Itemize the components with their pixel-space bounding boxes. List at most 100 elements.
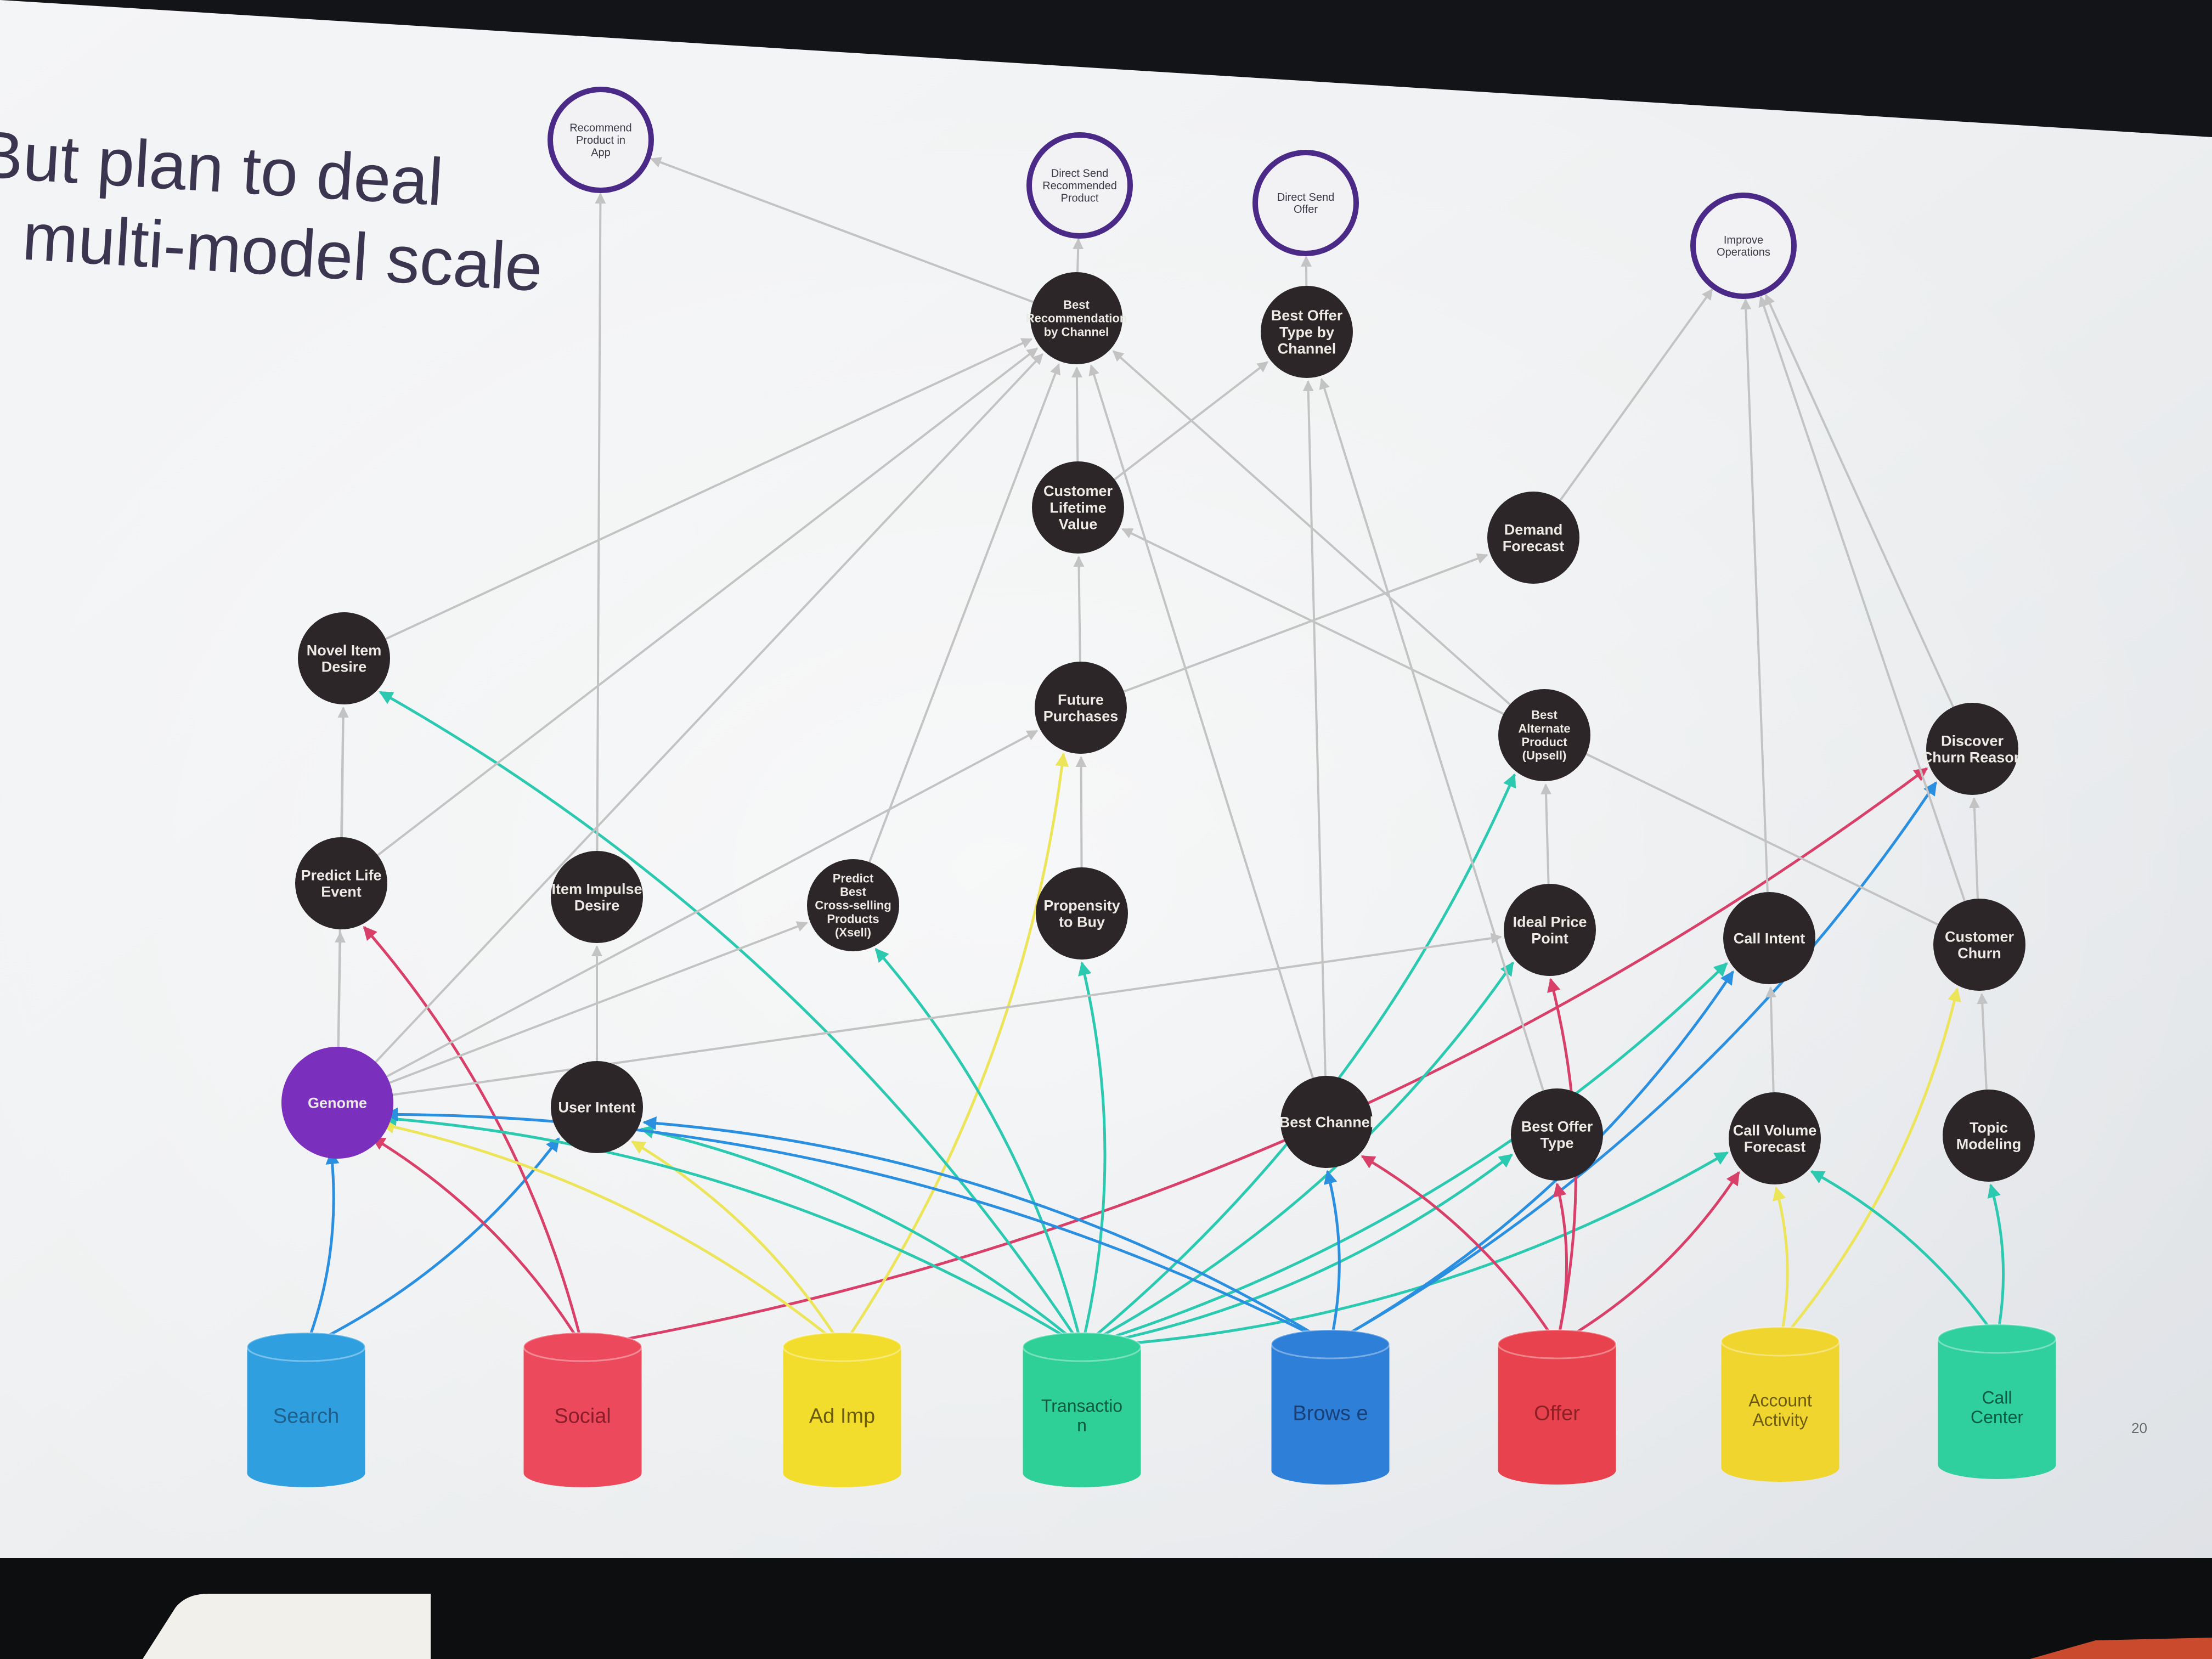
- outcome-node-ring: [1026, 132, 1133, 239]
- model-node-circle: [298, 612, 390, 704]
- edge-callcenter-to-topic_modeling: [1987, 1183, 2005, 1339]
- edge-browse-to-user_intent: [642, 1116, 1331, 1346]
- model-node-circle: [551, 1061, 643, 1153]
- floor-light: [2030, 1638, 2212, 1659]
- model-node-circle: [1723, 892, 1815, 984]
- edge-offer-to-call_volume: [1556, 1171, 1740, 1346]
- source-browse-cylinder: Brows e: [1271, 1329, 1390, 1485]
- model-node-circle: [1487, 492, 1579, 584]
- edge-callcenter-to-call_volume: [1810, 1170, 1999, 1340]
- model-node-circle: [1035, 662, 1127, 754]
- edge-transaction-to-ideal_price: [1081, 961, 1514, 1348]
- cylinder-body: [1721, 1341, 1839, 1482]
- model-node-call-intent: Call Intent: [1723, 892, 1815, 984]
- cylinder-body: [247, 1347, 365, 1487]
- model-node-user-intent: User Intent: [551, 1061, 643, 1153]
- edge-customer_churn-to-improve_ops: [1758, 295, 1966, 902]
- source-label: Offer: [1534, 1402, 1580, 1425]
- edge-topic_modeling-to-customer_churn: [1977, 992, 1988, 1090]
- outcome-node-ring: [1690, 193, 1797, 299]
- source-label: Ad Imp: [809, 1404, 875, 1427]
- edge-best_offer_type-to-best_offer_channel: [1319, 378, 1544, 1091]
- cylinder-body: [523, 1347, 642, 1487]
- edge-item_impulse-to-rec_app: [595, 192, 606, 851]
- edge-account-to-call_volume: [1773, 1186, 1789, 1342]
- model-node-circle: [807, 859, 899, 951]
- model-node-circle: [1943, 1090, 2035, 1182]
- cylinder-body: [1498, 1344, 1616, 1485]
- edge-best_channel-to-best_offer_channel: [1302, 380, 1327, 1076]
- edge-customer_churn-to-discover_churn: [1968, 797, 1980, 899]
- edge-social-to-predict_life: [363, 926, 584, 1347]
- edge-genome-to-predict_xsell: [380, 921, 808, 1087]
- edge-adimp-to-user_intent: [631, 1140, 844, 1348]
- edge-call_intent-to-improve_ops: [1740, 298, 1769, 893]
- edge-search-to-user_intent: [305, 1137, 560, 1348]
- edge-adimp-to-genome: [380, 1120, 843, 1348]
- model-node-label: Genome: [308, 1094, 367, 1111]
- edge-account-to-customer_churn: [1779, 987, 1961, 1342]
- edge-ideal_price-to-best_alt: [1541, 783, 1552, 884]
- edge-call_volume-to-call_intent: [1765, 986, 1776, 1093]
- edge-predict_life-to-novel_item: [337, 706, 349, 838]
- edge-best_rec-to-direct_rec: [1073, 238, 1084, 273]
- edge-genome-to-future_purchases: [377, 730, 1039, 1082]
- source-offer-cylinder: Offer: [1497, 1329, 1617, 1485]
- podium-shape: [143, 1594, 431, 1659]
- edge-future_purchases-to-demand: [1123, 553, 1488, 693]
- edge-transaction-to-user_intent: [640, 1125, 1083, 1348]
- model-node-best-channel: Best Channel: [1279, 1076, 1374, 1168]
- edge-genome-to-ideal_price: [382, 933, 1502, 1098]
- source-social-cylinder: Social: [523, 1331, 642, 1487]
- edge-transaction-to-novel_item: [379, 691, 1084, 1348]
- cylinder-body: [1938, 1339, 2056, 1480]
- edge-offer-to-best_channel: [1361, 1155, 1559, 1345]
- cylinder-top: [1497, 1329, 1617, 1359]
- cylinder-body: [1271, 1344, 1390, 1485]
- edge-transaction-to-propensity: [1078, 961, 1107, 1347]
- cylinder-top: [1271, 1329, 1390, 1359]
- model-node-circle: [1933, 899, 2025, 991]
- edge-browse-to-discover_churn: [1329, 781, 1938, 1346]
- model-node-circle: [1032, 461, 1124, 554]
- cylinder-top: [523, 1331, 642, 1362]
- edge-best_alt-to-best_rec: [1112, 350, 1511, 706]
- model-node-circle: [551, 851, 643, 943]
- model-node-circle: [1036, 867, 1128, 960]
- cylinder-top: [1022, 1331, 1142, 1362]
- cylinder-body: [783, 1347, 901, 1487]
- cylinder-top: [246, 1331, 366, 1362]
- edge-transaction-to-best_offer_type: [1081, 1153, 1513, 1348]
